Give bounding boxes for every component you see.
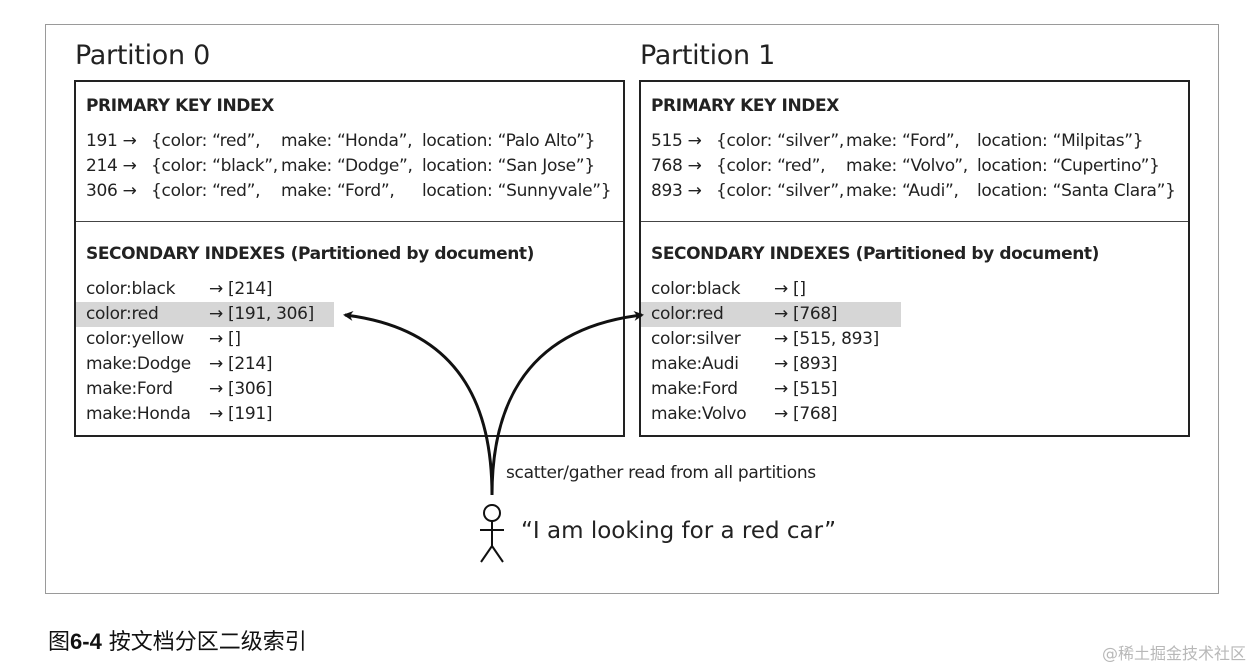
record-make: make: “Ford”, — [281, 181, 395, 201]
secondary-row: make:Honda → [191] — [76, 402, 623, 427]
index-value: → [768] — [774, 404, 838, 424]
caption-prefix: 图 — [48, 630, 71, 655]
primary-key-index-header: PRIMARY KEY INDEX — [651, 96, 839, 116]
scatter-gather-label: scatter/gather read from all partitions — [506, 463, 816, 483]
record-id: 893 → — [651, 181, 702, 201]
primary-row: 515 → {color: “silver”, make: “Ford”, lo… — [641, 129, 1188, 154]
index-value: → [191, 306] — [209, 304, 315, 324]
index-key: color:red — [651, 304, 724, 324]
partition-1-title: Partition 1 — [640, 40, 775, 71]
partition-1-box: PRIMARY KEY INDEX 515 → {color: “silver”… — [639, 80, 1190, 437]
index-value: → [893] — [774, 354, 838, 374]
secondary-row: color:black → [214] — [76, 277, 623, 302]
watermark: @稀土掘金技术社区 — [1101, 644, 1246, 663]
index-value: → [214] — [209, 354, 273, 374]
index-key: color:yellow — [86, 329, 184, 349]
section-divider — [76, 221, 623, 222]
record-make: make: “Dodge”, — [281, 156, 413, 176]
secondary-row-highlighted: color:red → [191, 306] — [76, 302, 334, 327]
index-key: color:silver — [651, 329, 741, 349]
figure-caption: 图6-4 按文档分区二级索引 — [48, 624, 307, 656]
index-value: → [515, 893] — [774, 329, 880, 349]
figure-frame — [45, 24, 1219, 594]
record-id: 515 → — [651, 131, 702, 151]
index-key: make:Ford — [651, 379, 738, 399]
index-key: make:Audi — [651, 354, 739, 374]
secondary-indexes-header: SECONDARY INDEXES (Partitioned by docume… — [86, 244, 535, 264]
record-color: {color: “red”, — [716, 156, 826, 176]
record-location: location: “Sunnyvale”} — [422, 181, 612, 201]
section-divider — [641, 221, 1188, 222]
record-location: location: “San Jose”} — [422, 156, 595, 176]
caption-number: 6-4 — [70, 629, 102, 654]
primary-key-index-header: PRIMARY KEY INDEX — [86, 96, 274, 116]
record-id: 214 → — [86, 156, 137, 176]
record-id: 306 → — [86, 181, 137, 201]
arrow-to-partition-1 — [490, 310, 644, 496]
record-location: location: “Cupertino”} — [977, 156, 1160, 176]
record-make: make: “Volvo”, — [846, 156, 968, 176]
secondary-row: make:Audi → [893] — [641, 352, 1188, 377]
secondary-indexes-header: SECONDARY INDEXES (Partitioned by docume… — [651, 244, 1100, 264]
secondary-row: color:black → [] — [641, 277, 1188, 302]
partition-0-box: PRIMARY KEY INDEX 191 → {color: “red”, m… — [74, 80, 625, 437]
primary-row: 191 → {color: “red”, make: “Honda”, loca… — [76, 129, 623, 154]
index-value: → [515] — [774, 379, 838, 399]
record-color: {color: “silver”, — [716, 181, 844, 201]
record-location: location: “Palo Alto”} — [422, 131, 596, 151]
record-make: make: “Audi”, — [846, 181, 959, 201]
record-make: make: “Honda”, — [281, 131, 413, 151]
record-color: {color: “red”, — [151, 181, 261, 201]
secondary-row-highlighted: color:red → [768] — [641, 302, 901, 327]
record-id: 768 → — [651, 156, 702, 176]
secondary-row: color:yellow → [] — [76, 327, 623, 352]
user-query-quote: “I am looking for a red car” — [521, 518, 836, 544]
index-value: → [768] — [774, 304, 838, 324]
record-location: location: “Milpitas”} — [977, 131, 1144, 151]
secondary-row: make:Ford → [515] — [641, 377, 1188, 402]
record-make: make: “Ford”, — [846, 131, 960, 151]
secondary-row: make:Dodge → [214] — [76, 352, 623, 377]
secondary-row: make:Volvo → [768] — [641, 402, 1188, 427]
index-key: make:Dodge — [86, 354, 191, 374]
partition-0-title: Partition 0 — [75, 40, 210, 71]
index-value: → [] — [774, 279, 806, 299]
arrow-to-partition-0 — [343, 310, 494, 496]
index-key: color:red — [86, 304, 159, 324]
primary-row: 306 → {color: “red”, make: “Ford”, locat… — [76, 179, 623, 204]
index-key: make:Ford — [86, 379, 173, 399]
record-location: location: “Santa Clara”} — [977, 181, 1176, 201]
index-value: → [] — [209, 329, 241, 349]
secondary-row: color:silver → [515, 893] — [641, 327, 1188, 352]
index-key: color:black — [651, 279, 741, 299]
index-key: make:Honda — [86, 404, 191, 424]
index-key: color:black — [86, 279, 176, 299]
primary-row: 768 → {color: “red”, make: “Volvo”, loca… — [641, 154, 1188, 179]
record-id: 191 → — [86, 131, 137, 151]
record-color: {color: “silver”, — [716, 131, 844, 151]
index-value: → [306] — [209, 379, 273, 399]
primary-row: 214 → {color: “black”, make: “Dodge”, lo… — [76, 154, 623, 179]
caption-text: 按文档分区二级索引 — [101, 630, 307, 655]
index-value: → [214] — [209, 279, 273, 299]
index-value: → [191] — [209, 404, 273, 424]
secondary-row: make:Ford → [306] — [76, 377, 623, 402]
record-color: {color: “red”, — [151, 131, 261, 151]
record-color: {color: “black”, — [151, 156, 278, 176]
primary-row: 893 → {color: “silver”, make: “Audi”, lo… — [641, 179, 1188, 204]
index-key: make:Volvo — [651, 404, 747, 424]
user-stick-figure-icon — [480, 504, 504, 563]
